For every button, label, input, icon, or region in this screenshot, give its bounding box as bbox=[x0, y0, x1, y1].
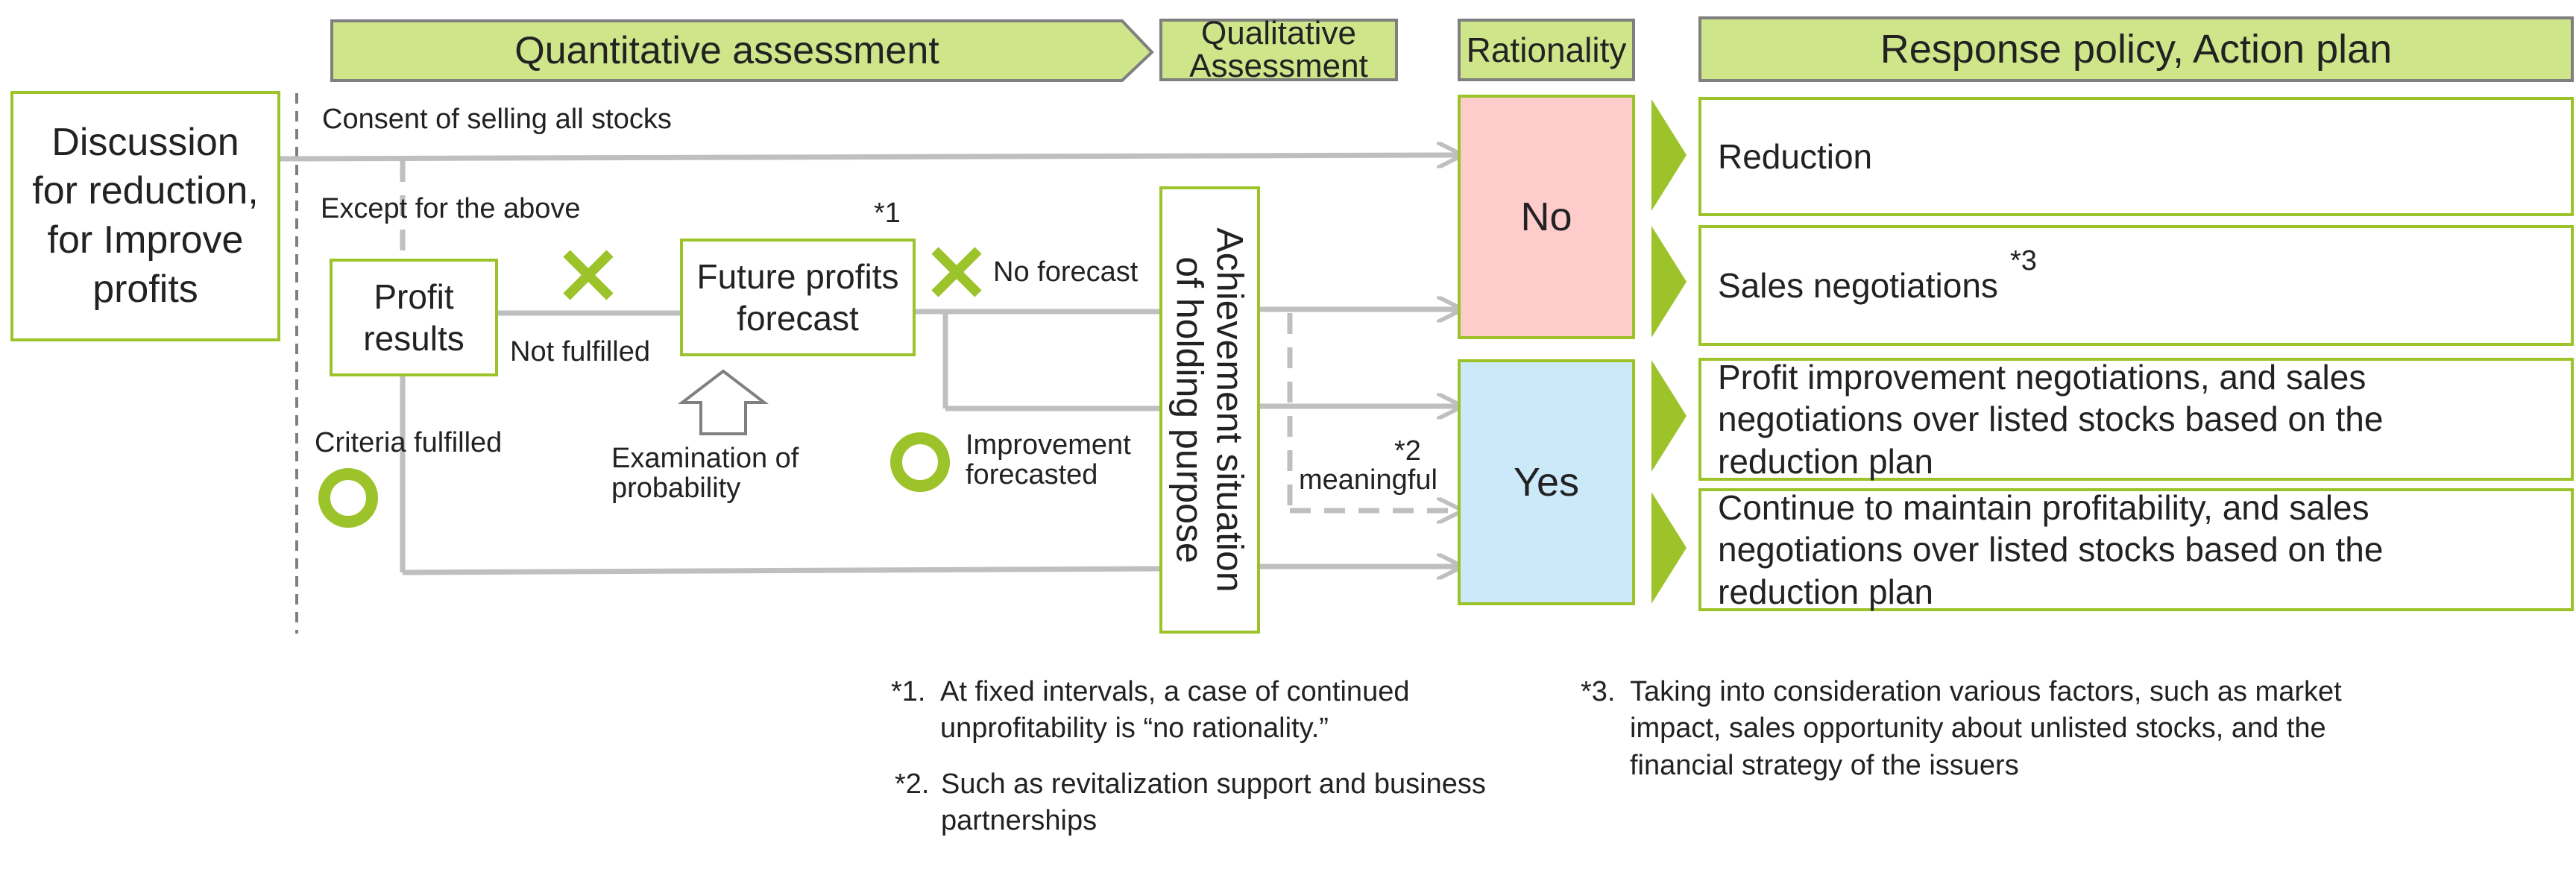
circle-icon bbox=[890, 432, 950, 492]
discussion-line3: for Improve bbox=[47, 218, 244, 262]
footnote-2-mark: *2. bbox=[895, 768, 930, 800]
mark3-label: *3 bbox=[2010, 245, 2037, 277]
qualitative-header-line2: Assessment bbox=[1189, 48, 1368, 84]
footnote-3-line3: financial strategy of the issuers bbox=[1630, 749, 2019, 781]
rationality-yes-box: Yes bbox=[1458, 359, 1635, 605]
cross-icon bbox=[931, 247, 982, 297]
future-forecast-line1: Future profits bbox=[696, 256, 899, 296]
rationality-header-label: Rationality bbox=[1466, 31, 1627, 69]
achievement-line2: of holding purpose bbox=[1168, 256, 1211, 564]
profit-results-line2: results bbox=[363, 319, 465, 358]
response-triangle-2 bbox=[1651, 226, 1687, 338]
qualitative-header-line1: Qualitative bbox=[1201, 15, 1356, 51]
profit-results-box: Profit results bbox=[330, 259, 498, 376]
qualitative-header: Qualitative Assessment bbox=[1159, 15, 1398, 84]
quantitative-header-label: Quantitative assessment bbox=[514, 29, 939, 72]
examination-label: Examination of probability bbox=[611, 444, 799, 504]
rationality-yes-label: Yes bbox=[1513, 459, 1580, 505]
rationality-no-box: No bbox=[1458, 95, 1635, 339]
quantitative-header-shape bbox=[330, 19, 1154, 82]
response-reduction: Reduction bbox=[1698, 97, 2574, 216]
footnote-3: *3. Taking into consideration various fa… bbox=[1581, 674, 2490, 793]
footnote-1-mark: *1. bbox=[891, 676, 926, 707]
rationality-header: Rationality bbox=[1458, 19, 1635, 81]
response-triangle-3 bbox=[1651, 360, 1687, 472]
future-forecast-box: Future profits forecast bbox=[680, 239, 916, 356]
meaningful-label: meaningful bbox=[1299, 464, 1437, 496]
response-maintain-line1: Continue to maintain profitability, and … bbox=[1718, 488, 2369, 528]
no-forecast-label: No forecast bbox=[993, 256, 1139, 288]
footnote-1-line2: unprofitability is “no rationality.” bbox=[940, 713, 1329, 745]
response-header-label: Response policy, Action plan bbox=[1880, 27, 2393, 72]
criteria-to-achievement bbox=[402, 566, 1160, 575]
circle-icon bbox=[318, 468, 378, 528]
response-sales-negotiations: Sales negotiations bbox=[1698, 225, 2574, 346]
footnote-3-mark: *3. bbox=[1581, 676, 1616, 707]
quantitative-header: Quantitative assessment bbox=[332, 21, 1122, 81]
footnote-3-line2: impact, sales opportunity about unlisted… bbox=[1630, 713, 2326, 745]
response-maintain-profitability: Continue to maintain profitability, and … bbox=[1698, 488, 2574, 611]
improvement-line1: Improvement bbox=[966, 429, 1131, 461]
examination-line2: probability bbox=[611, 472, 741, 504]
rationality-no-label: No bbox=[1520, 194, 1572, 239]
cross-icon bbox=[563, 250, 614, 300]
achievement-line1: Achievement situation bbox=[1209, 227, 1251, 593]
future-forecast-line2: forecast bbox=[737, 299, 859, 338]
criteria-fulfilled-label: Criteria fulfilled bbox=[315, 427, 503, 458]
response-profit-improvement: Profit improvement negotiations, and sal… bbox=[1698, 358, 2574, 481]
response-triangle-4 bbox=[1651, 492, 1687, 604]
consent-arrow bbox=[279, 155, 1458, 159]
discussion-line4: profits bbox=[92, 267, 198, 311]
response-header: Response policy, Action plan bbox=[1698, 16, 2574, 82]
profit-results-line1: Profit bbox=[374, 277, 454, 316]
discussion-box: Discussion for reduction, for Improve pr… bbox=[10, 91, 280, 341]
response-sales-text: Sales negotiations bbox=[1718, 265, 1998, 305]
response-triangle-1 bbox=[1651, 99, 1687, 211]
footnote-3-line1: Taking into consideration various factor… bbox=[1630, 676, 2342, 707]
improvement-label: Improvement forecasted bbox=[966, 429, 1131, 490]
discussion-line2: for reduction, bbox=[32, 169, 259, 213]
mark1-label: *1 bbox=[874, 198, 901, 229]
examination-line1: Examination of bbox=[611, 443, 799, 474]
not-fulfilled-label: Not fulfilled bbox=[510, 336, 650, 367]
response-maintain-line2: negotiations over listed stocks based on… bbox=[1718, 530, 2384, 569]
footnote-2-line1: Such as revitalization support and busin… bbox=[941, 768, 1486, 800]
footnote-1-line1: At fixed intervals, a case of continued bbox=[940, 676, 1410, 707]
consent-label: Consent of selling all stocks bbox=[322, 104, 672, 135]
response-profit-line3: reduction plan bbox=[1718, 441, 1933, 481]
discussion-line1: Discussion bbox=[51, 120, 239, 164]
mark2-label: *2 bbox=[1394, 435, 1421, 467]
except-label: Except for the above bbox=[321, 193, 581, 224]
response-maintain-line3: reduction plan bbox=[1718, 572, 1933, 611]
response-reduction-text: Reduction bbox=[1718, 136, 1873, 176]
footnote-2-line2: partnerships bbox=[941, 805, 1098, 837]
footnote-1: *1. At fixed intervals, a case of contin… bbox=[891, 674, 1547, 756]
achievement-box: Achievement situation of holding purpose bbox=[1159, 186, 1260, 634]
footnote-2: *2. Such as revitalization support and b… bbox=[895, 766, 1551, 848]
up-arrow-icon bbox=[678, 369, 769, 435]
response-profit-line2: negotiations over listed stocks based on… bbox=[1718, 400, 2384, 439]
improvement-line2: forecasted bbox=[966, 458, 1098, 490]
response-profit-line1: Profit improvement negotiations, and sal… bbox=[1718, 358, 2366, 397]
